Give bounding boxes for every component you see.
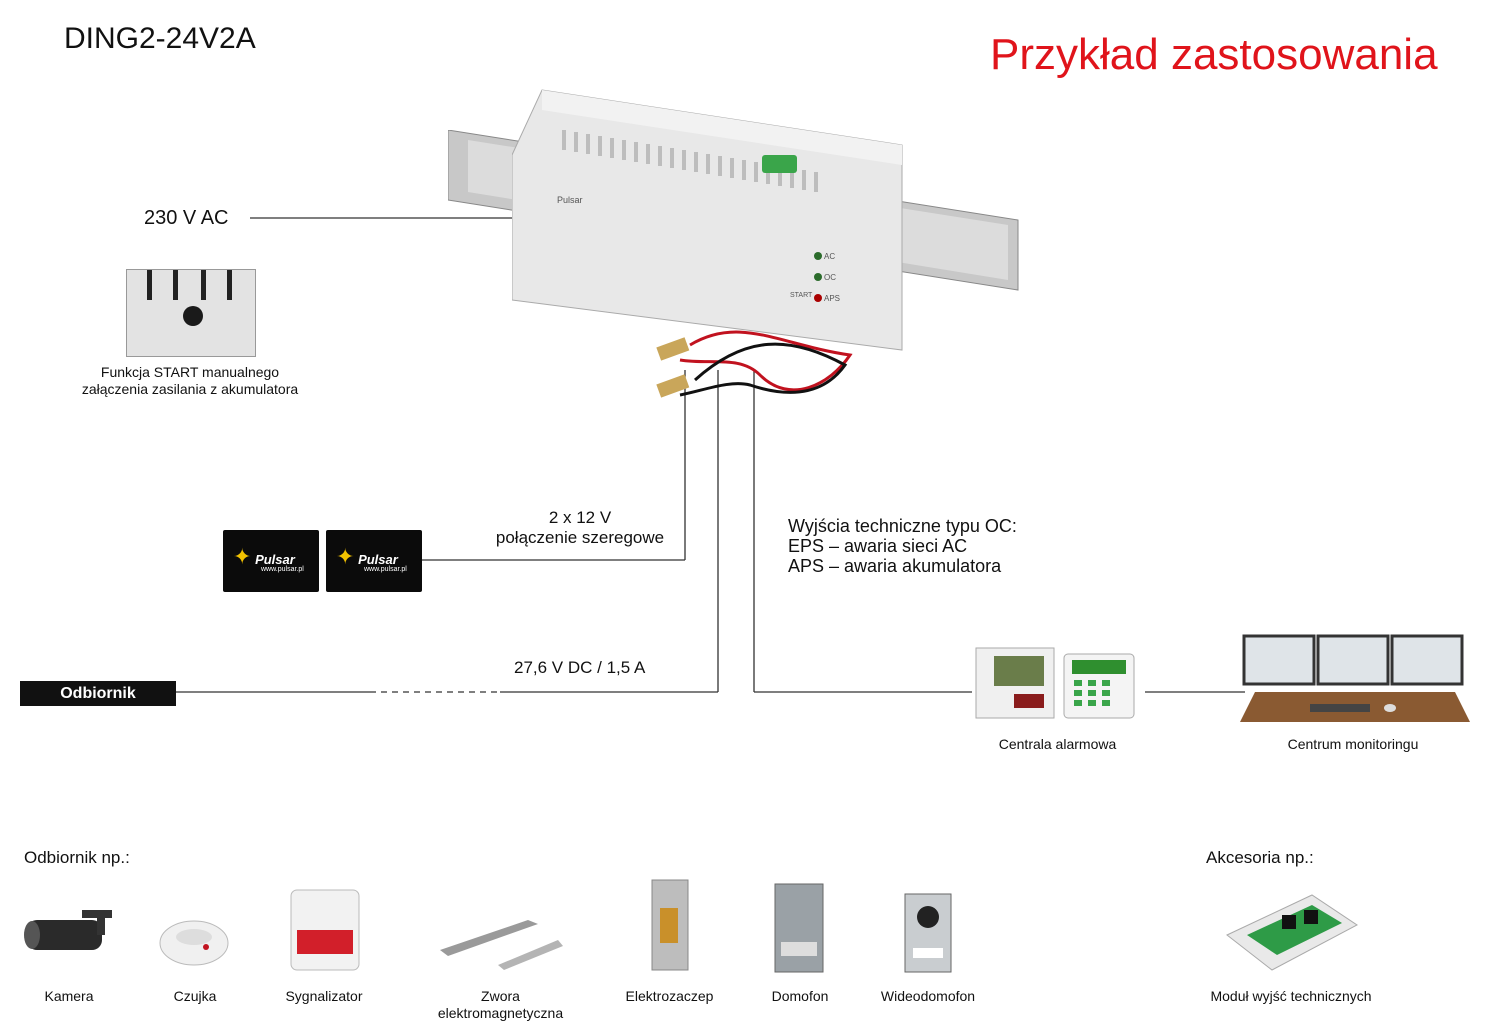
oc-eps: EPS – awaria sieci AC — [788, 536, 968, 556]
receiver-item-strike: Elektrozaczep — [625, 988, 714, 1004]
device-brand: Pulsar — [557, 195, 583, 205]
accessory-item-module: Moduł wyjść technicznych — [1210, 988, 1372, 1004]
battery-star-icon: ✦ — [233, 544, 252, 569]
monitoring-center-image — [1230, 632, 1480, 732]
monitoring-center-label: Centrum monitoringu — [1287, 736, 1419, 752]
alarm-panel-image — [974, 646, 1144, 726]
start-function-caption: Funkcja START manualnego załączenia zasi… — [81, 364, 299, 397]
receiver-item-detector: Czujka — [173, 988, 217, 1004]
camera-image — [22, 905, 122, 980]
power-supply-device: Pulsar — [511, 85, 922, 365]
battery-star-icon: ✦ — [336, 544, 355, 569]
receiver-item-lock: Zwora elektromagnetyczna — [437, 988, 564, 1021]
ac-input-label: 230 V AC — [144, 207, 229, 229]
receivers-heading: Odbiornik np.: — [24, 848, 130, 867]
electric-strike-image — [650, 878, 690, 978]
battery-url: www.pulsar.pl — [261, 566, 304, 573]
oc-outputs-label: Wyjścia techniczne typu OC: EPS – awaria… — [788, 516, 1017, 576]
technical-outputs-module-image — [1222, 890, 1362, 980]
intercom-image — [773, 882, 825, 979]
battery-url: www.pulsar.pl — [364, 566, 407, 573]
battery-brand: Pulsar — [358, 552, 398, 567]
battery-1: ✦ Pulsar www.pulsar.pl — [223, 530, 319, 592]
battery-2: ✦ Pulsar www.pulsar.pl — [326, 530, 422, 592]
start-function-image — [126, 269, 256, 357]
battery-connection: połączenie szeregowe — [495, 528, 665, 547]
accessories-heading: Akcesoria np.: — [1206, 848, 1314, 867]
page-title: Przykład zastosowania — [990, 30, 1438, 79]
battery-brand: Pulsar — [255, 552, 295, 567]
electromagnetic-lock-image — [438, 910, 568, 977]
battery-cables — [656, 330, 853, 398]
alarm-panel-label: Centrala alarmowa — [998, 736, 1117, 752]
battery-voltage: 2 x 12 V — [548, 508, 612, 527]
start-button-icon — [183, 306, 203, 326]
led-ac-label: AC — [824, 252, 836, 261]
led-aps-label: APS — [824, 294, 841, 303]
start-switch-label: START — [790, 292, 813, 299]
oc-aps: APS – awaria akumulatora — [788, 556, 1002, 576]
battery-label: 2 x 12 V połączenie szeregowe — [480, 508, 680, 548]
output-label: 27,6 V DC / 1,5 A — [514, 658, 646, 677]
receiver-item-video-intercom: Wideodomofon — [880, 988, 976, 1004]
video-intercom-image — [903, 892, 953, 979]
oc-title: Wyjścia techniczne typu OC: — [788, 516, 1017, 536]
receiver-bar: Odbiornik — [20, 681, 176, 706]
siren-image — [287, 888, 367, 978]
receiver-item-intercom: Domofon — [771, 988, 829, 1004]
led-oc-label: OC — [824, 273, 836, 282]
detector-image — [158, 915, 233, 975]
receiver-item-siren: Sygnalizator — [285, 988, 363, 1004]
receiver-item-camera: Kamera — [44, 988, 94, 1004]
model-name: DING2-24V2A — [64, 22, 256, 55]
